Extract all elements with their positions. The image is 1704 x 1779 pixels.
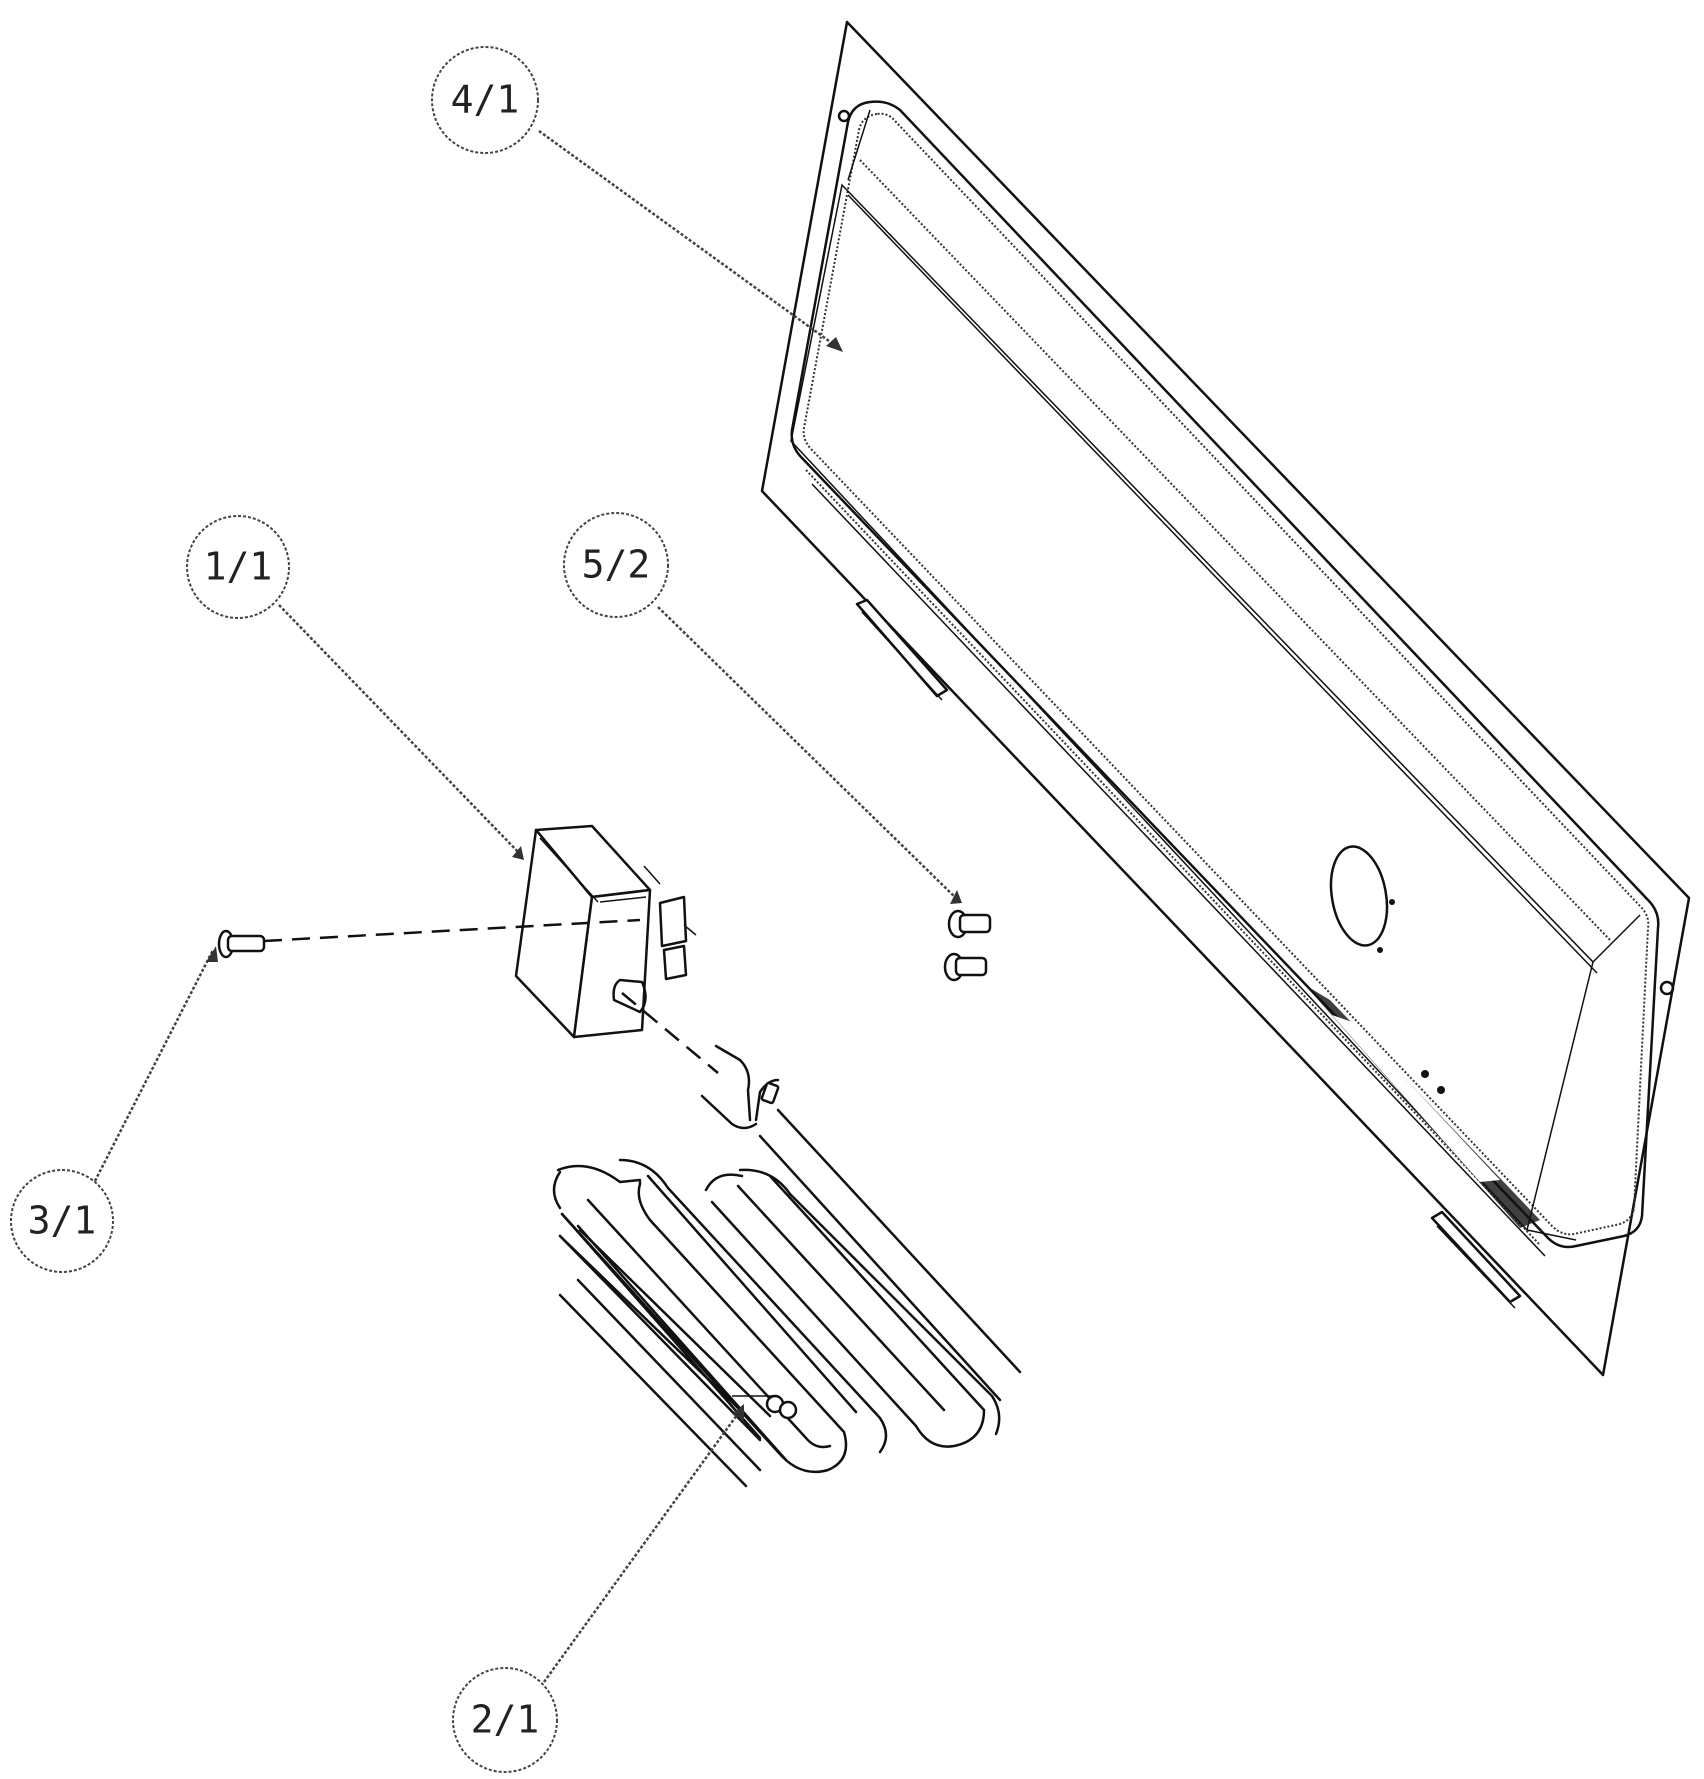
screws-pair [943, 909, 992, 982]
leader-lines [93, 129, 962, 1683]
callout-3-1: 3/1 [10, 1169, 114, 1273]
callout-2-1: 2/1 [452, 1667, 558, 1773]
callout-5-2: 5/2 [563, 512, 669, 618]
panel-tray [760, 20, 1691, 1377]
callout-4-1-label: 4/1 [451, 78, 520, 122]
screw [217, 929, 266, 959]
callout-5-2-label: 5/2 [582, 543, 651, 587]
heating-element [552, 1044, 1022, 1488]
assembly-axes [263, 918, 719, 1074]
thermostat-box [514, 824, 697, 1039]
callout-3-1-label: 3/1 [28, 1199, 97, 1243]
callout-2-1-label: 2/1 [471, 1698, 540, 1742]
callout-4-1: 4/1 [431, 46, 539, 154]
callout-1-1-label: 1/1 [204, 545, 273, 589]
callout-1-1: 1/1 [186, 515, 290, 619]
